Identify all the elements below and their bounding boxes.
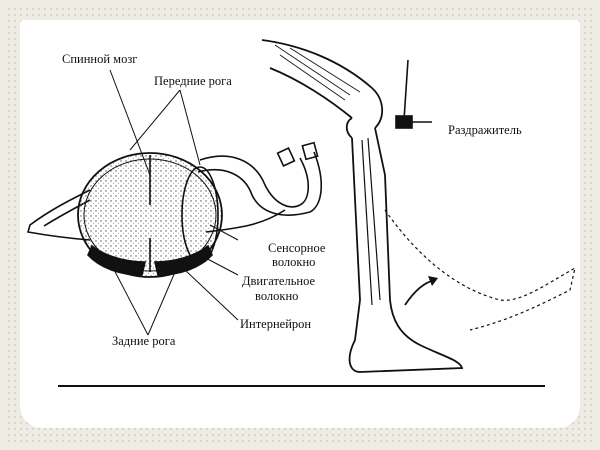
raised-leg-dashed	[384, 209, 576, 331]
leader-lines	[109, 69, 239, 336]
label-sensory-fiber-2: волокно	[272, 255, 316, 269]
nerve-fibers	[205, 141, 323, 233]
spinal-cord-section	[26, 152, 311, 278]
leg-outline	[261, 39, 464, 373]
label-anterior-horns: Передние рога	[154, 74, 232, 88]
label-motor-fiber-2: волокно	[255, 289, 299, 303]
movement-arrowhead	[428, 276, 438, 286]
label-sensory-fiber-1: Сенсорное	[268, 241, 326, 255]
label-posterior-horns: Задние рога	[112, 334, 176, 348]
label-motor-fiber-1: Двигательное	[242, 274, 316, 288]
label-stimulus: Раздражитель	[448, 123, 522, 137]
label-spinal-cord: Спинной мозг	[62, 52, 138, 66]
reflex-hammer	[395, 59, 432, 129]
movement-arrow	[404, 279, 436, 306]
label-interneuron: Интернейрон	[240, 317, 312, 331]
